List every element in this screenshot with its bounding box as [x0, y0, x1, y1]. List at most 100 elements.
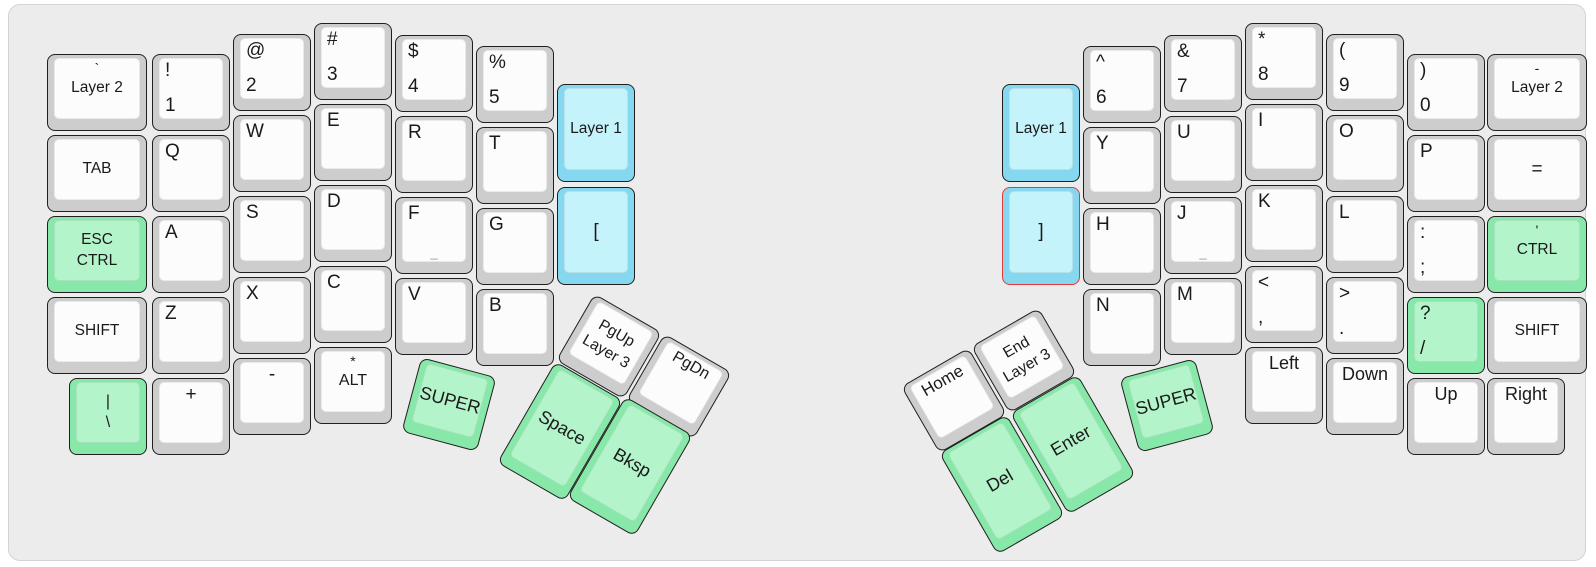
key-label: 2: [246, 75, 257, 97]
key-label: L: [1339, 202, 1350, 223]
key-c[interactable]: C: [314, 266, 392, 343]
key-label: W: [246, 121, 264, 142]
key-up-key[interactable]: Up: [1407, 378, 1485, 455]
key-label: Down: [1341, 364, 1389, 384]
key-x[interactable]: X: [233, 277, 311, 354]
key-equals[interactable]: =: [1487, 135, 1587, 212]
key-v[interactable]: V: [395, 278, 473, 355]
key-l[interactable]: L: [1326, 196, 1404, 273]
key-label: !: [165, 60, 171, 81]
key-k[interactable]: K: [1245, 185, 1323, 262]
key-label: Layer 1: [570, 119, 622, 137]
key-down-key[interactable]: Down: [1326, 358, 1404, 435]
key-colon-semicolon[interactable]: :;: [1407, 216, 1485, 293]
key-question-slash[interactable]: ?/: [1407, 297, 1485, 374]
key-label: `: [94, 60, 100, 76]
key-label: U: [1177, 122, 1191, 143]
key-label-line: CTRL: [76, 251, 118, 269]
keycap-face: +: [159, 382, 223, 443]
key-a[interactable]: A: [152, 216, 230, 293]
key-quote-ctrl[interactable]: 'CTRL: [1487, 216, 1587, 293]
key-dollar-4[interactable]: $4: [395, 35, 473, 112]
key-m[interactable]: M: [1164, 278, 1242, 355]
key-minus[interactable]: -: [233, 358, 311, 435]
key-left-bracket[interactable]: [: [557, 187, 635, 285]
key-label-line: \: [105, 413, 111, 431]
key-i[interactable]: I: [1245, 104, 1323, 181]
keycap-face: Y: [1090, 131, 1154, 192]
key-h[interactable]: H: [1083, 208, 1161, 285]
key-grave-layer2[interactable]: `Layer 2: [47, 54, 147, 131]
keycap-face: C: [321, 270, 385, 331]
key-label: =: [1531, 158, 1543, 180]
key-g[interactable]: G: [476, 208, 554, 285]
key-right-key[interactable]: Right: [1487, 378, 1565, 455]
key-lparen-9[interactable]: (9: [1326, 34, 1404, 111]
key-label: PgDn: [669, 348, 713, 384]
key-f[interactable]: F_: [395, 197, 473, 274]
keycap-face: $4: [402, 39, 466, 100]
keycap-face: [: [564, 191, 628, 273]
key-s[interactable]: S: [233, 196, 311, 273]
key-label: 0: [1420, 95, 1431, 117]
key-label: T: [489, 133, 501, 154]
key-dash-layer2[interactable]: -Layer 2: [1487, 54, 1587, 131]
key-layer1-left[interactable]: Layer 1: [557, 84, 635, 182]
key-hash-3[interactable]: #3: [314, 23, 392, 100]
key-p[interactable]: P: [1407, 135, 1485, 212]
key-gt-period[interactable]: >.: [1326, 277, 1404, 354]
key-label: *: [350, 353, 356, 369]
key-label: Up: [1434, 384, 1458, 404]
key-label: F: [408, 203, 420, 224]
key-d[interactable]: D: [314, 185, 392, 262]
key-rparen-0[interactable]: )0: [1407, 54, 1485, 131]
key-super-right[interactable]: SUPER: [1119, 358, 1215, 453]
key-n[interactable]: N: [1083, 289, 1161, 366]
key-caret-6[interactable]: ^6: [1083, 46, 1161, 123]
key-amp-7[interactable]: &7: [1164, 35, 1242, 112]
key-lt-comma[interactable]: <,: [1245, 266, 1323, 343]
key-tab[interactable]: TAB: [47, 135, 147, 212]
key-left-key[interactable]: Left: [1245, 347, 1323, 424]
keycap-face: K: [1252, 189, 1316, 250]
key-label: SHIFT: [1514, 322, 1560, 340]
key-b[interactable]: B: [476, 289, 554, 366]
keycap-face: ]: [1009, 191, 1073, 273]
key-right-bracket[interactable]: ]: [1002, 187, 1080, 285]
key-layer1-right[interactable]: Layer 1: [1002, 84, 1080, 182]
key-at-2[interactable]: @2: [233, 34, 311, 111]
key-label-line: ESC: [81, 231, 113, 249]
key-e[interactable]: E: [314, 104, 392, 181]
key-shift-left[interactable]: SHIFT: [47, 297, 147, 374]
key-asterisk-8[interactable]: *8: [1245, 23, 1323, 100]
key-label: +: [185, 384, 197, 405]
keycap-face: (9: [1333, 38, 1397, 99]
key-o[interactable]: O: [1326, 115, 1404, 192]
keycap-face: J_: [1171, 201, 1235, 262]
key-label: Z: [165, 303, 177, 324]
key-z[interactable]: Z: [152, 297, 230, 374]
key-u[interactable]: U: [1164, 116, 1242, 193]
key-percent-5[interactable]: %5: [476, 46, 554, 123]
key-label: 3: [327, 64, 338, 86]
key-plus[interactable]: +: [152, 378, 230, 455]
key-pipe-backslash[interactable]: |\: [69, 378, 147, 455]
key-label: ^: [1096, 52, 1105, 73]
key-w[interactable]: W: [233, 115, 311, 192]
keycap-face: SHIFT: [54, 301, 140, 362]
key-q[interactable]: Q: [152, 135, 230, 212]
key-j[interactable]: J_: [1164, 197, 1242, 274]
key-exclam-1[interactable]: !1: [152, 54, 230, 131]
key-label: SUPER: [417, 382, 483, 418]
key-super-left[interactable]: SUPER: [401, 357, 497, 452]
key-r[interactable]: R: [395, 116, 473, 193]
key-t[interactable]: T: [476, 127, 554, 204]
key-star-alt[interactable]: *ALT: [314, 347, 392, 424]
key-label: CTRL: [1516, 241, 1558, 259]
keycap-face: Up: [1414, 382, 1478, 443]
key-esc-ctrl[interactable]: ESC CTRL: [47, 216, 147, 293]
key-y[interactable]: Y: [1083, 127, 1161, 204]
key-shift-right[interactable]: SHIFT: [1487, 297, 1587, 374]
keycap-face: U: [1171, 120, 1235, 181]
